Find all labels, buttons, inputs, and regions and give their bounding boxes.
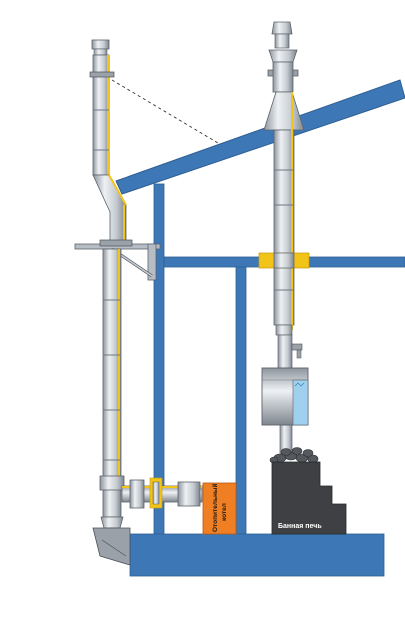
external-chimney-pipe [89,39,133,529]
stove-stones [269,447,319,464]
boiler-label-line2: котел [221,503,228,521]
boiler-label-line1: Отопительный [211,484,219,532]
boiler-label-2: котел [221,503,228,521]
sauna-stove: Банная печь [269,447,347,535]
roof-flashing [263,91,305,131]
guy-wire-dashed [111,79,219,144]
floor-slab [129,533,385,577]
boiler-flue-connector [121,477,203,509]
wall-post-middle [235,265,247,537]
boiler-label: Отопительный [211,484,219,532]
stove-label: Банная печь [278,523,322,530]
sauna-chimney-pipe [258,21,310,459]
wall-bracket [74,243,161,281]
heating-boiler: Отопительный котел [202,482,237,535]
roof [115,79,405,195]
water-tank [261,367,309,426]
